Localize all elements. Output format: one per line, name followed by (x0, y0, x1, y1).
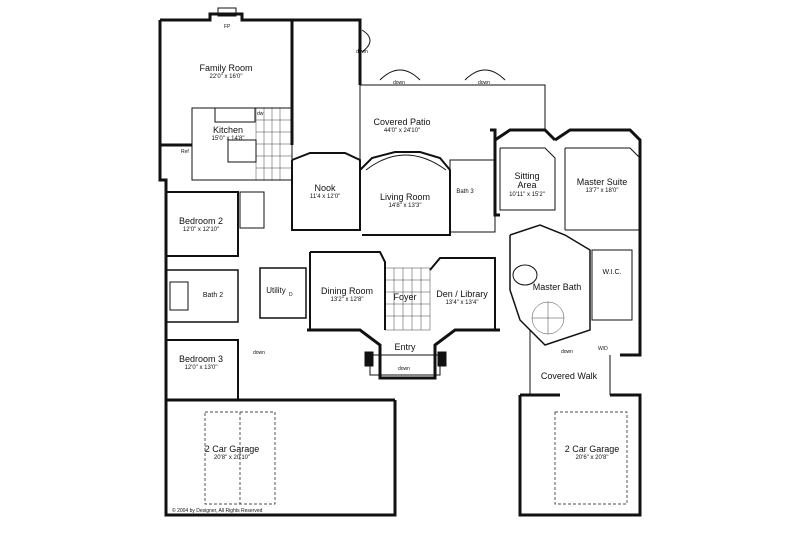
room-utility-name: Utility (266, 286, 286, 295)
dishwasher-mark: dw (257, 111, 264, 117)
room-dining: Dining Room 13'2" x 12'8" (320, 286, 374, 304)
room-bath2: Bath 2 (203, 291, 223, 299)
garage-doors (204, 411, 628, 505)
stair-down-5: down (253, 350, 265, 356)
room-nook-name: Nook (314, 183, 336, 193)
room-sitting: Sitting Area 10'11" x 15'2" (507, 171, 547, 198)
room-masterbath-name: Master Bath (532, 282, 582, 292)
stair-down-6: down (561, 349, 573, 355)
room-kitchen: Kitchen 15'0" x 14'8" (211, 125, 245, 143)
room-masterbath: Master Bath (532, 282, 582, 292)
room-master: Master Suite 13'7" x 18'0" (576, 177, 628, 195)
shower-tile (531, 301, 565, 335)
room-kitchen-name: Kitchen (212, 125, 244, 135)
room-den-name: Den / Library (436, 289, 488, 299)
room-walk-name: Covered Walk (540, 371, 598, 381)
room-garage1: 2 Car Garage 20'8" x 20'10" (204, 444, 260, 462)
room-bed2: Bedroom 2 12'0" x 12'10" (178, 216, 224, 234)
room-patio-dims: 44'0" x 24'10" (383, 128, 421, 135)
room-nook: Nook 11'4 x 12'0" (309, 183, 341, 201)
room-dining-dims: 13'2" x 12'8" (330, 297, 364, 304)
room-entry-name: Entry (394, 342, 416, 352)
patio-outline (360, 84, 546, 130)
room-bed2-name: Bedroom 2 (178, 216, 224, 226)
room-living-dims: 14'8" x 13'3" (388, 203, 422, 210)
room-bath3-name: Bath 3 (456, 189, 474, 195)
stair-down-1: down (356, 49, 368, 55)
washer-dryer-mark: W/D (598, 346, 608, 352)
ref-mark: Ref (181, 149, 189, 155)
room-patio-name: Covered Patio (373, 117, 431, 127)
stair-down-3: down (478, 80, 490, 86)
room-family-name: Family Room (199, 63, 253, 73)
room-sitting-name: Sitting Area (514, 171, 540, 191)
room-den-dims: 13'4" x 13'4" (445, 300, 479, 307)
room-living-name: Living Room (379, 192, 431, 202)
stair-down-2: down (393, 80, 405, 86)
room-wic-name: W.I.C. (602, 269, 622, 276)
room-walk: Covered Walk (540, 371, 598, 381)
room-utility: Utility (266, 286, 286, 295)
room-garage1-name: 2 Car Garage (204, 444, 260, 454)
exterior-walls (158, 12, 642, 517)
room-family-dims: 22'0" x 16'0" (209, 74, 243, 81)
copyright-text: © 2004 by Designer, All Rights Reserved (172, 508, 263, 514)
room-bed3-dims: 12'0" x 13'0" (184, 365, 218, 372)
room-sitting-dims: 10'11" x 15'2" (509, 191, 545, 198)
room-bed3-name: Bedroom 3 (178, 354, 224, 364)
foyer-tile (384, 267, 431, 331)
room-master-dims: 13'7" x 18'0" (585, 188, 619, 195)
room-bath2-name: Bath 2 (202, 292, 224, 299)
room-wic: W.I.C. (602, 268, 621, 276)
fireplace (217, 7, 237, 17)
room-family: Family Room 22'0" x 16'0" (199, 63, 253, 81)
room-bed3: Bedroom 3 12'0" x 13'0" (178, 354, 224, 372)
room-living: Living Room 14'8" x 13'3" (379, 192, 431, 210)
kitchen-tile (255, 108, 292, 180)
room-dining-name: Dining Room (320, 286, 374, 296)
room-kitchen-dims: 15'0" x 14'8" (211, 136, 245, 143)
stair-down-4: down (398, 366, 410, 372)
room-garage2: 2 Car Garage 20'6" x 20'8" (564, 444, 620, 462)
room-patio: Covered Patio 44'0" x 24'10" (373, 117, 431, 135)
room-bed2-dims: 12'0" x 12'10" (182, 227, 220, 234)
room-garage1-dims: 20'8" x 20'10" (213, 455, 251, 462)
room-garage2-dims: 20'6" x 20'8" (575, 455, 609, 462)
room-garage2-name: 2 Car Garage (564, 444, 620, 454)
fireplace-mark: FP (224, 24, 231, 30)
room-den: Den / Library 13'4" x 13'4" (436, 289, 488, 307)
room-foyer: Foyer (393, 292, 417, 302)
room-foyer-name: Foyer (393, 292, 417, 302)
room-entry: Entry (394, 342, 416, 352)
dryer-mark: D (289, 292, 293, 298)
room-bath3: Bath 3 (456, 188, 473, 195)
room-nook-dims: 11'4 x 12'0" (309, 194, 341, 201)
room-master-name: Master Suite (576, 177, 628, 187)
